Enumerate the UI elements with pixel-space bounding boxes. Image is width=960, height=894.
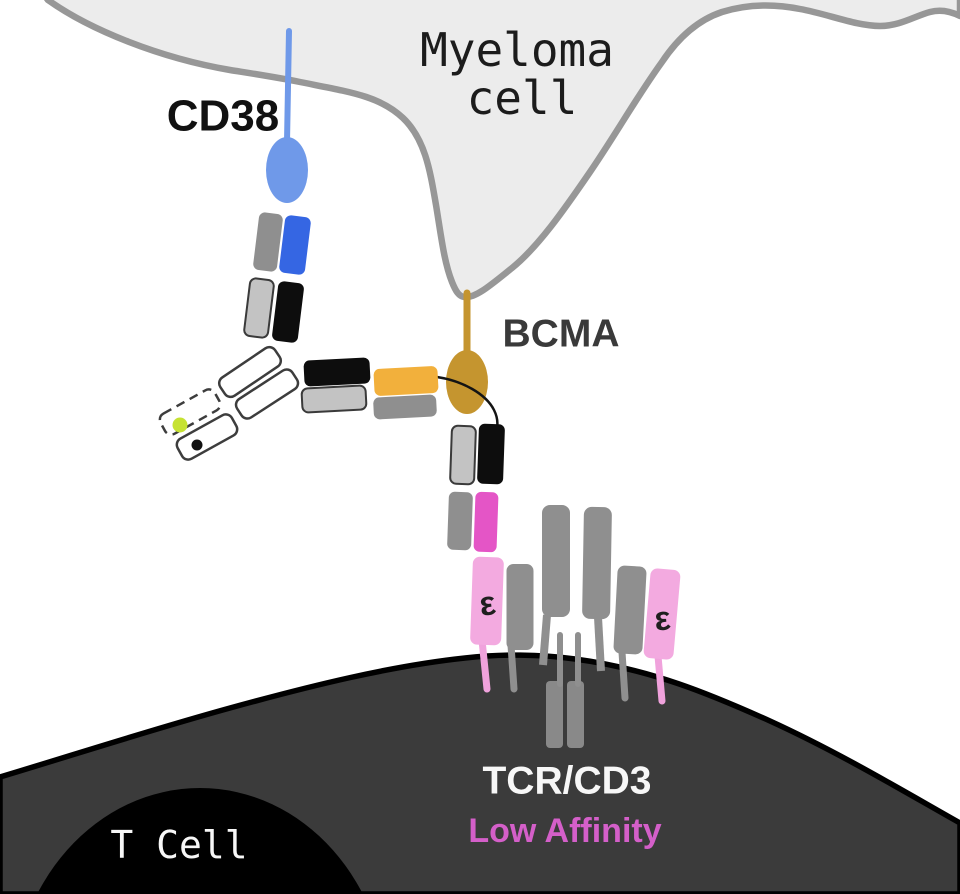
cd3-arm-vl-domain [447, 491, 473, 551]
tcr-alpha-stalk [539, 614, 551, 666]
cd3-zeta-tail-1 [546, 681, 563, 748]
cd3-arm-vh-domain [473, 491, 499, 553]
cd3-gray-right-domain [613, 565, 647, 655]
cd38-arm-ch1-domain [272, 281, 304, 343]
cd3-epsilon-right-stalk [654, 652, 666, 705]
t-cell-nucleus [37, 788, 363, 894]
hole-dot [191, 439, 203, 451]
bcma-label: BCMA [503, 313, 620, 356]
cd3-epsilon-left-label: ε [477, 584, 498, 624]
myeloma-cell-body [43, 0, 960, 301]
myeloma-cell-label-line1: Myeloma [420, 23, 614, 77]
cd3-epsilon-left-stalk [478, 636, 491, 693]
cd3-epsilon-left-domain [470, 556, 504, 646]
cd3-gray-left-domain [506, 564, 534, 650]
bcma-arm-ch1-domain [303, 357, 371, 387]
tcr-cd3-label: TCR/CD3 [482, 760, 651, 803]
cd38-label: CD38 [167, 92, 280, 141]
myeloma-cell-label-line2: cell [467, 71, 578, 125]
cd3-gray-left-stalk [507, 641, 518, 693]
bcma-arm-vl-domain [373, 394, 437, 420]
cd3-arm-cl-domain [449, 424, 477, 486]
fc-ch3-hole-domain [175, 413, 239, 461]
fc-ch2-domain-a [217, 345, 283, 399]
knob-dot [172, 417, 188, 433]
cd3-epsilon-right-label: ε [653, 599, 672, 638]
cd38-receptor [266, 137, 308, 203]
cd3-arm-ch1-domain [477, 423, 505, 485]
tcr-alpha-domain [542, 505, 570, 617]
t-cell-label: T Cell [110, 823, 247, 867]
cd38-arm-cl-domain [243, 277, 275, 339]
bcma-receptor [446, 350, 488, 414]
tcr-beta-stalk [594, 616, 605, 672]
bcma-arm-vh-domain [373, 366, 439, 396]
cd38-arm-vh-domain [279, 215, 311, 275]
cd38-receptor-stalk [284, 28, 292, 145]
low-affinity-label: Low Affinity [468, 812, 661, 850]
cd3-epsilon-right-domain [643, 568, 681, 660]
bcma-arm-cl-domain [300, 384, 368, 414]
cd3-zeta-tail-2 [567, 681, 584, 748]
cd38-arm-vl-domain [253, 212, 283, 272]
tcr-beta-domain [582, 506, 612, 620]
fc-ch2-domain-b [234, 368, 300, 420]
cd3-gray-right-stalk [618, 648, 629, 702]
